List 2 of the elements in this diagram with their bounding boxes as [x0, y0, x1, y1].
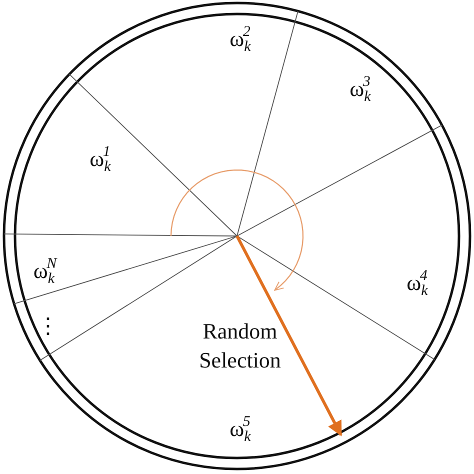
ellipsis: ⋮: [37, 315, 59, 337]
arrow-label: Random Selection: [198, 317, 282, 374]
